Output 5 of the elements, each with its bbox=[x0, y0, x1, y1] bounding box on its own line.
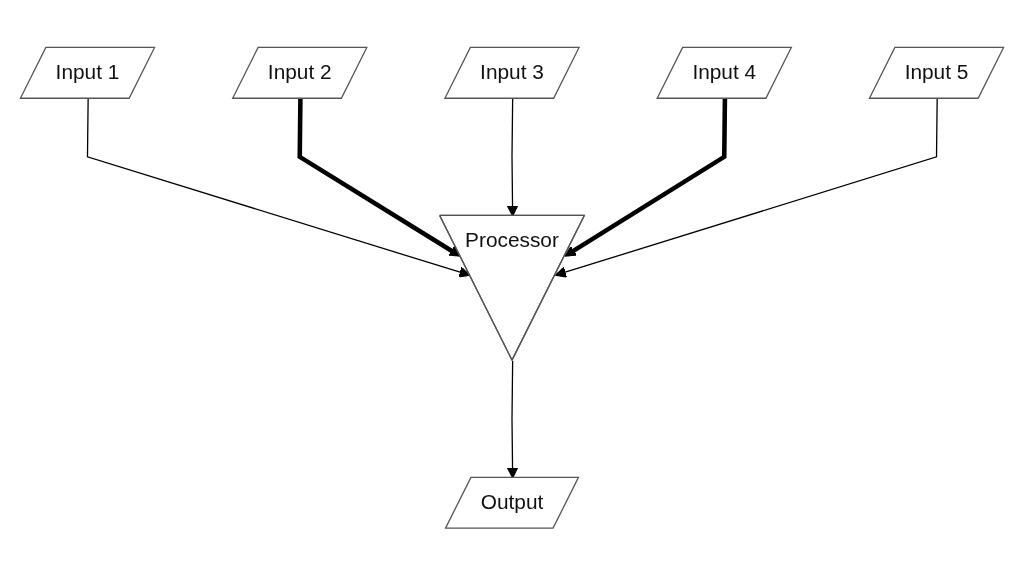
arrow bbox=[564, 99, 728, 257]
arrow bbox=[86, 98, 471, 278]
arrow bbox=[506, 98, 519, 217]
arrow bbox=[554, 98, 938, 278]
arrow bbox=[297, 99, 461, 257]
